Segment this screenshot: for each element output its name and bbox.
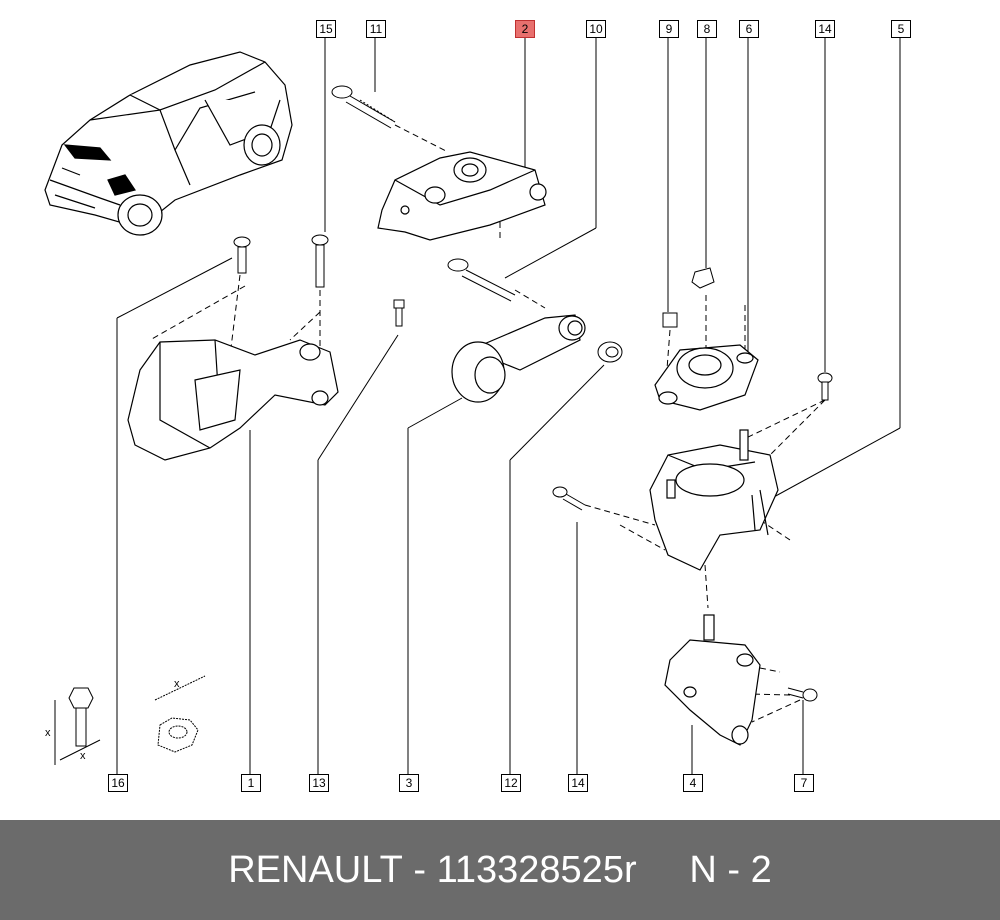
nut-8 [691, 267, 715, 289]
callout-9: 9 [659, 20, 679, 38]
callout-6: 6 [739, 20, 759, 38]
callout-2-highlighted: 2 [515, 20, 535, 38]
callout-10: 10 [586, 20, 606, 38]
bracket-part-4 [664, 614, 761, 746]
bolt-dimension-x-vertical: x [45, 727, 51, 739]
callout-5: 5 [891, 20, 911, 38]
callout-14-bottom: 14 [568, 774, 588, 792]
part-number: 113328525r [436, 848, 637, 891]
nut-9 [662, 312, 678, 328]
callout-7: 7 [794, 774, 814, 792]
bracket-part-2 [377, 151, 547, 241]
exploded-parts-diagram [44, 38, 901, 775]
brand-name: RENAULT [228, 848, 403, 891]
bolt-14-bottom [552, 486, 586, 511]
callout-1: 1 [241, 774, 261, 792]
bolt-14-top [817, 372, 833, 401]
callout-3: 3 [399, 774, 419, 792]
nut-symbol [154, 675, 206, 753]
callout-15: 15 [316, 20, 336, 38]
page-reference: N - 2 [689, 848, 772, 891]
callout-16: 16 [108, 774, 128, 792]
engine-mount-part-1 [127, 339, 339, 461]
car-illustration [44, 51, 293, 236]
bolt-7 [787, 687, 818, 702]
callout-11: 11 [366, 20, 386, 38]
bolt-11 [331, 85, 396, 129]
nut-dimension-x: x [174, 678, 180, 690]
mount-plate-part-6 [654, 344, 759, 411]
bush-part-12 [597, 341, 623, 363]
bolt-dimension-x-horizontal: x [80, 750, 86, 762]
torque-rod-part-3 [451, 314, 586, 403]
bracket-part-5 [649, 429, 779, 571]
bolt-13 [393, 299, 405, 327]
callout-4: 4 [683, 774, 703, 792]
callout-12: 12 [501, 774, 521, 792]
spacer [637, 849, 690, 892]
part-number-footer: RENAULT - 113328525r N - 2 [0, 820, 1000, 920]
callout-8: 8 [697, 20, 717, 38]
callout-13: 13 [309, 774, 329, 792]
bolt-15 [311, 234, 329, 288]
separator: - [402, 848, 437, 891]
callout-14-top: 14 [815, 20, 835, 38]
bolt-10 [447, 258, 516, 302]
bolt-symbol [54, 687, 101, 765]
bolt-16 [233, 236, 251, 274]
